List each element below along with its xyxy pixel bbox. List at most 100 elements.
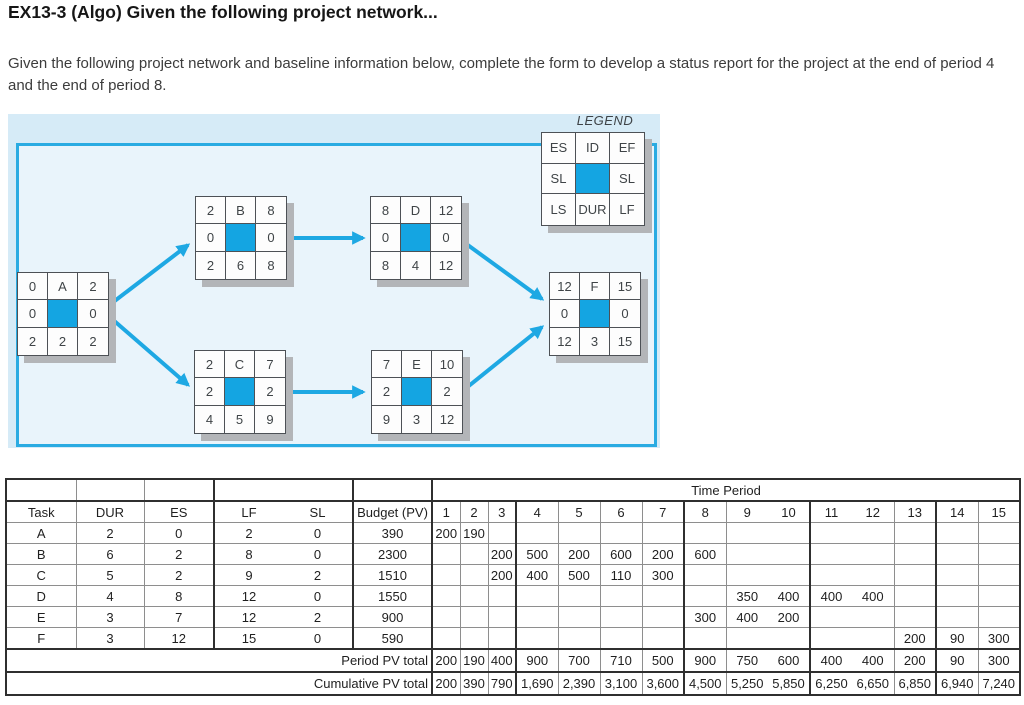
period-total-value: 400 (809, 648, 852, 673)
pv-cell (725, 522, 768, 544)
pv-cell (851, 564, 895, 586)
pv-cell (683, 564, 727, 586)
pv-cell (725, 543, 768, 565)
node-cell: LS (542, 194, 576, 225)
node-cell: 2 (432, 378, 462, 406)
pv-cell (515, 522, 559, 544)
budget-pv: 1510 (352, 564, 433, 586)
pv-cell (557, 606, 601, 628)
col-header: Budget (PV) (352, 500, 433, 523)
pv-cell (683, 522, 727, 544)
pv-cell: 300 (683, 606, 727, 628)
budget-pv: 900 (352, 606, 433, 628)
col-header: ES (143, 500, 215, 523)
pv-cell: 200 (431, 522, 461, 544)
pv-cell (851, 606, 895, 628)
table-cell: 4 (75, 585, 145, 607)
cumulative-total-value: 7,240 (977, 671, 1021, 696)
pv-cell (599, 522, 643, 544)
pv-cell (459, 585, 489, 607)
pv-cell: 200 (487, 564, 517, 586)
node-cell: 0 (431, 224, 461, 252)
table-cell: 0 (282, 522, 354, 544)
table-cell: 8 (143, 585, 215, 607)
period-header: 10 (767, 500, 811, 523)
node-cell: 12 (550, 327, 580, 355)
pv-cell: 200 (893, 627, 937, 650)
node-cell: D (401, 197, 431, 225)
node-center-swatch (402, 378, 432, 406)
period-header: 5 (557, 500, 601, 523)
cumulative-total-value: 390 (459, 671, 489, 696)
node-cell: LF (610, 194, 644, 225)
intro-text: Given the following project network and … (8, 55, 995, 94)
cumulative-total-value: 6,650 (851, 671, 895, 696)
period-header: 3 (487, 500, 517, 523)
pv-cell: 350 (725, 585, 768, 607)
pv-cell (935, 585, 979, 607)
cumulative-total-value: 6,850 (893, 671, 937, 696)
table-cell: 9 (213, 564, 283, 586)
pv-cell (431, 564, 461, 586)
node-cell: 0 (256, 224, 286, 252)
pv-cell (809, 627, 852, 650)
pv-cell (767, 564, 811, 586)
node-cell: 2 (195, 351, 225, 379)
table-cell: 0 (282, 543, 354, 565)
table-cell (75, 478, 145, 502)
pv-cell (459, 627, 489, 650)
node-cell: 3 (402, 405, 432, 433)
table-cell: 0 (282, 585, 354, 607)
node-cell: 0 (196, 224, 226, 252)
pv-cell (977, 543, 1021, 565)
pv-cell (641, 522, 685, 544)
table-cell: 2 (282, 606, 354, 628)
period-header: 15 (977, 500, 1021, 523)
period-header: 11 (809, 500, 852, 523)
node-cell: 12 (432, 405, 462, 433)
task-id: E (5, 606, 77, 628)
period-total-value: 190 (459, 648, 489, 673)
pv-cell (515, 606, 559, 628)
col-header: SL (282, 500, 354, 523)
pv-cell (459, 543, 489, 565)
period-total-value: 600 (767, 648, 811, 673)
period-total-value: 710 (599, 648, 643, 673)
node-cell: 2 (18, 327, 48, 355)
node-cell: F (580, 273, 610, 301)
node-center-swatch (48, 300, 78, 328)
pv-cell: 190 (459, 522, 489, 544)
table-cell: 0 (282, 627, 354, 650)
pv-cell: 300 (641, 564, 685, 586)
table-cell: 12 (213, 585, 283, 607)
legend-title: LEGEND (576, 113, 634, 128)
node-cell: 9 (372, 405, 402, 433)
node-cell: 0 (371, 224, 401, 252)
pv-cell (431, 543, 461, 565)
budget-pv: 390 (352, 522, 433, 544)
node-cell: 2 (196, 251, 226, 279)
node-cell: 2 (255, 378, 285, 406)
period-total-value: 700 (557, 648, 601, 673)
node-cell: EF (610, 133, 644, 164)
node-cell: 7 (372, 351, 402, 379)
pv-cell (599, 585, 643, 607)
table-cell: 2 (143, 564, 215, 586)
table-cell: 5 (75, 564, 145, 586)
pv-cell: 200 (557, 543, 601, 565)
pv-cell (935, 564, 979, 586)
period-header: 2 (459, 500, 489, 523)
pv-cell: 200 (641, 543, 685, 565)
node-cell: 2 (78, 327, 108, 355)
budget-pv: 1550 (352, 585, 433, 607)
period-total-value: 500 (641, 648, 685, 673)
